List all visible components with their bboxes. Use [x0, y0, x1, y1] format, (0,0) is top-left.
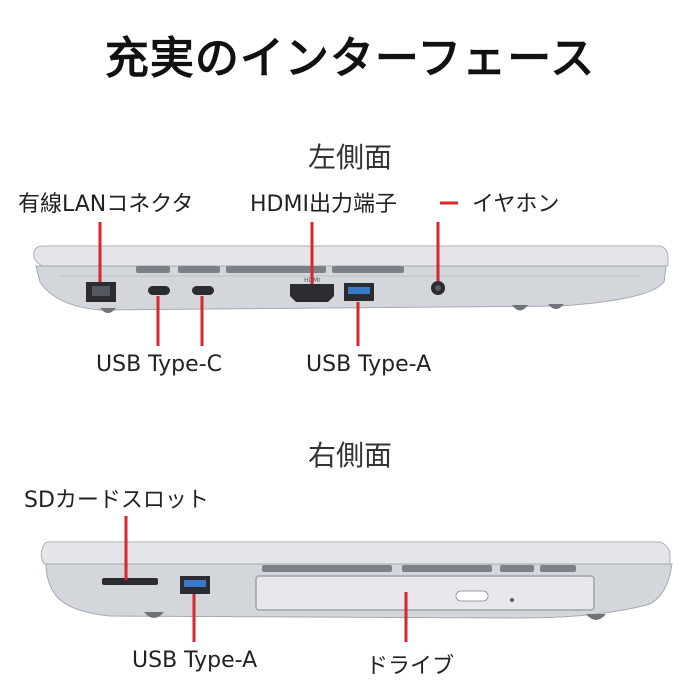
optical-drive	[255, 575, 595, 611]
right-foot-1	[144, 612, 164, 618]
vent	[540, 565, 576, 572]
label-sd: SDカードスロット	[24, 488, 209, 513]
vent	[500, 565, 534, 572]
left-foot-1	[100, 308, 116, 313]
label-usb-a-left: USB Type-A	[306, 352, 432, 377]
right-foot-2	[586, 614, 606, 620]
label-lan: 有線LANコネクタ	[18, 192, 194, 217]
vent	[178, 266, 220, 273]
label-usb-c: USB Type-C	[96, 352, 222, 377]
vent	[136, 266, 170, 273]
label-drive: ドライブ	[366, 654, 455, 679]
vent	[402, 565, 492, 572]
label-earphone: イヤホン	[472, 192, 560, 217]
sd-card-slot	[102, 578, 158, 585]
left-foot-3	[548, 304, 564, 309]
right-lid	[40, 541, 671, 565]
label-hdmi: HDMI出力端子	[250, 192, 397, 217]
label-usb-a-right: USB Type-A	[132, 648, 258, 673]
drive-eject-button	[455, 590, 489, 602]
left-foot-2	[512, 305, 528, 311]
vent	[262, 565, 392, 572]
left-side-heading: 左側面	[307, 141, 392, 174]
drive-indicator	[510, 598, 514, 602]
usb-c-port-2	[192, 286, 214, 295]
vent	[332, 266, 404, 273]
right-side-heading: 右側面	[307, 439, 392, 472]
page-title: 充実のインターフェース	[104, 33, 596, 84]
hdmi-port	[290, 284, 334, 302]
usb-c-port-1	[148, 286, 170, 295]
vent	[226, 266, 326, 273]
left-lid	[33, 245, 669, 267]
